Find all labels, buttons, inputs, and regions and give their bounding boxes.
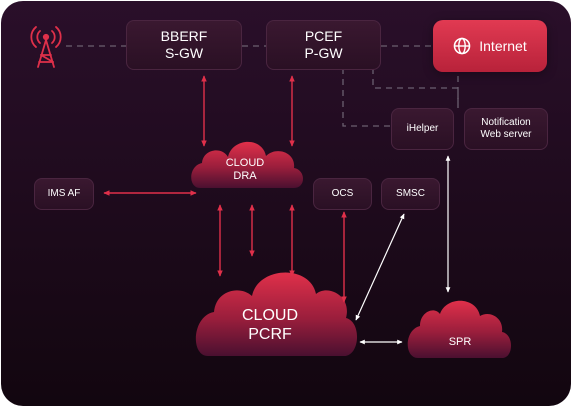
smsc-label: SMSC: [396, 188, 425, 199]
ocs-label: OCS: [331, 188, 354, 199]
ims-af-node: IMS AF: [34, 178, 94, 210]
sgw-label: S-GW: [164, 45, 204, 61]
ims-af-label: IMS AF: [47, 188, 81, 199]
bberf-label: BBERF: [160, 28, 208, 44]
cloud-pcrf-label: CLOUD PCRF: [235, 306, 305, 344]
internet-label: Internet: [479, 38, 527, 54]
web-server-label: Web server: [480, 129, 532, 140]
ihelper-node: iHelper: [391, 108, 454, 150]
antenna-tower-icon: [30, 26, 62, 68]
spr-label: SPR: [435, 336, 485, 349]
white-arrows: [355, 155, 451, 345]
dashed-links: [66, 45, 459, 127]
ihelper-label: iHelper: [406, 123, 439, 134]
cloud-dra-shape: [191, 141, 303, 188]
spr-text: SPR: [448, 336, 472, 348]
ocs-node: OCS: [313, 178, 372, 210]
pcef-pgw-node: PCEF P-GW: [266, 20, 381, 70]
notification-web-server-node: Notification Web server: [464, 108, 548, 150]
cloud-dra-label: CLOUD DRA: [215, 157, 275, 183]
red-arrows: [103, 75, 347, 303]
internet-node: Internet: [433, 20, 547, 72]
cloud-dra-line1: CLOUD: [225, 157, 265, 169]
cloud-pcrf-shape: [195, 272, 358, 356]
cloud-pcrf-line2: PCRF: [248, 326, 292, 343]
bberf-sgw-node: BBERF S-GW: [126, 20, 242, 70]
notification-label: Notification: [481, 117, 531, 128]
pgw-label: P-GW: [304, 45, 343, 61]
globe-icon: [453, 37, 471, 55]
pcef-label: PCEF: [304, 28, 343, 44]
cloud-dra-line2: DRA: [233, 170, 257, 182]
smsc-node: SMSC: [381, 178, 440, 210]
cloud-pcrf-line1: CLOUD: [241, 307, 298, 324]
cloud-spr-shape: [407, 300, 511, 358]
